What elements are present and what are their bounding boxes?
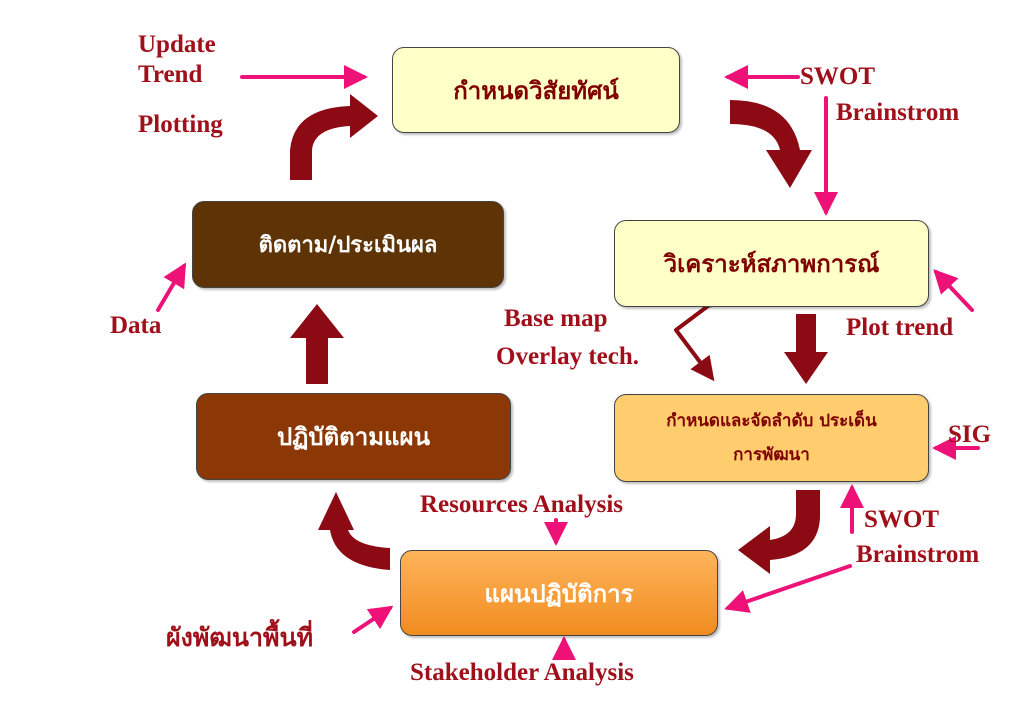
label-area-plan: ผังพัฒนาพื้นที่: [166, 625, 314, 652]
cycle-arrow-monitor-to-vision: [290, 94, 378, 180]
label-overlay-tech: Overlay tech.: [496, 343, 640, 370]
cycle-arrow-vision-to-analysis: [730, 100, 812, 188]
label-brainstrom-bottom: Brainstrom: [856, 541, 980, 568]
label-trend: Trend: [138, 61, 203, 88]
label-swot-bottom: SWOT: [864, 506, 940, 533]
label-data: Data: [110, 312, 162, 339]
label-stakeholder-analysis: Stakeholder Analysis: [410, 659, 634, 686]
vision-box-label: กำหนดวิสัยทัศน์: [453, 76, 619, 105]
input-arrow-data: [156, 262, 187, 312]
label-plot-trend: Plot trend: [846, 314, 954, 341]
input-arrow-area-plan: [352, 605, 394, 634]
label-plotting: Plotting: [138, 111, 223, 138]
cycle-arrow-analysis-to-issues: [784, 314, 828, 384]
monitor-evaluate-box-label: ติดตาม/ประเมินผล: [258, 233, 438, 258]
cycle-arrow-plan-to-implement: [318, 492, 390, 570]
action-plan-box: แผนปฏิบัติการ: [400, 550, 718, 636]
label-resources-analysis: Resources Analysis: [420, 491, 624, 518]
situation-analysis-box: วิเคราะห์สภาพการณ์: [614, 220, 929, 307]
label-update: Update: [138, 31, 216, 58]
monitor-evaluate-box: ติดตาม/ประเมินผล: [192, 201, 504, 288]
cycle-arrow-implement-to-monitor: [290, 304, 344, 384]
implement-plan-box-label: ปฏิบัติตามแผน: [277, 423, 430, 451]
label-brainstrom-top: Brainstrom: [836, 99, 960, 126]
development-issues-box-line1: กำหนดและจัดลำดับ ประเด็น: [666, 411, 877, 431]
action-plan-box-label: แผนปฏิบัติการ: [484, 579, 634, 608]
development-issues-box: กำหนดและจัดลำดับ ประเด็น การพัฒนา: [614, 394, 929, 482]
development-issues-box-line2: การพัฒนา: [733, 445, 810, 465]
input-arrow-plot-trend: [933, 269, 974, 312]
vision-box: กำหนดวิสัยทัศน์: [392, 47, 680, 133]
label-swot-top: SWOT: [800, 63, 876, 90]
label-base-map: Base map: [504, 305, 608, 332]
label-sig: SIG: [948, 421, 992, 448]
situation-analysis-box-label: วิเคราะห์สภาพการณ์: [663, 250, 880, 278]
input-arrow-brainstrom-bottom: [724, 564, 852, 613]
implement-plan-box: ปฏิบัติตามแผน: [196, 393, 511, 480]
input-arrow-base-map: [674, 284, 732, 382]
cycle-arrow-issues-to-plan: [738, 490, 820, 574]
